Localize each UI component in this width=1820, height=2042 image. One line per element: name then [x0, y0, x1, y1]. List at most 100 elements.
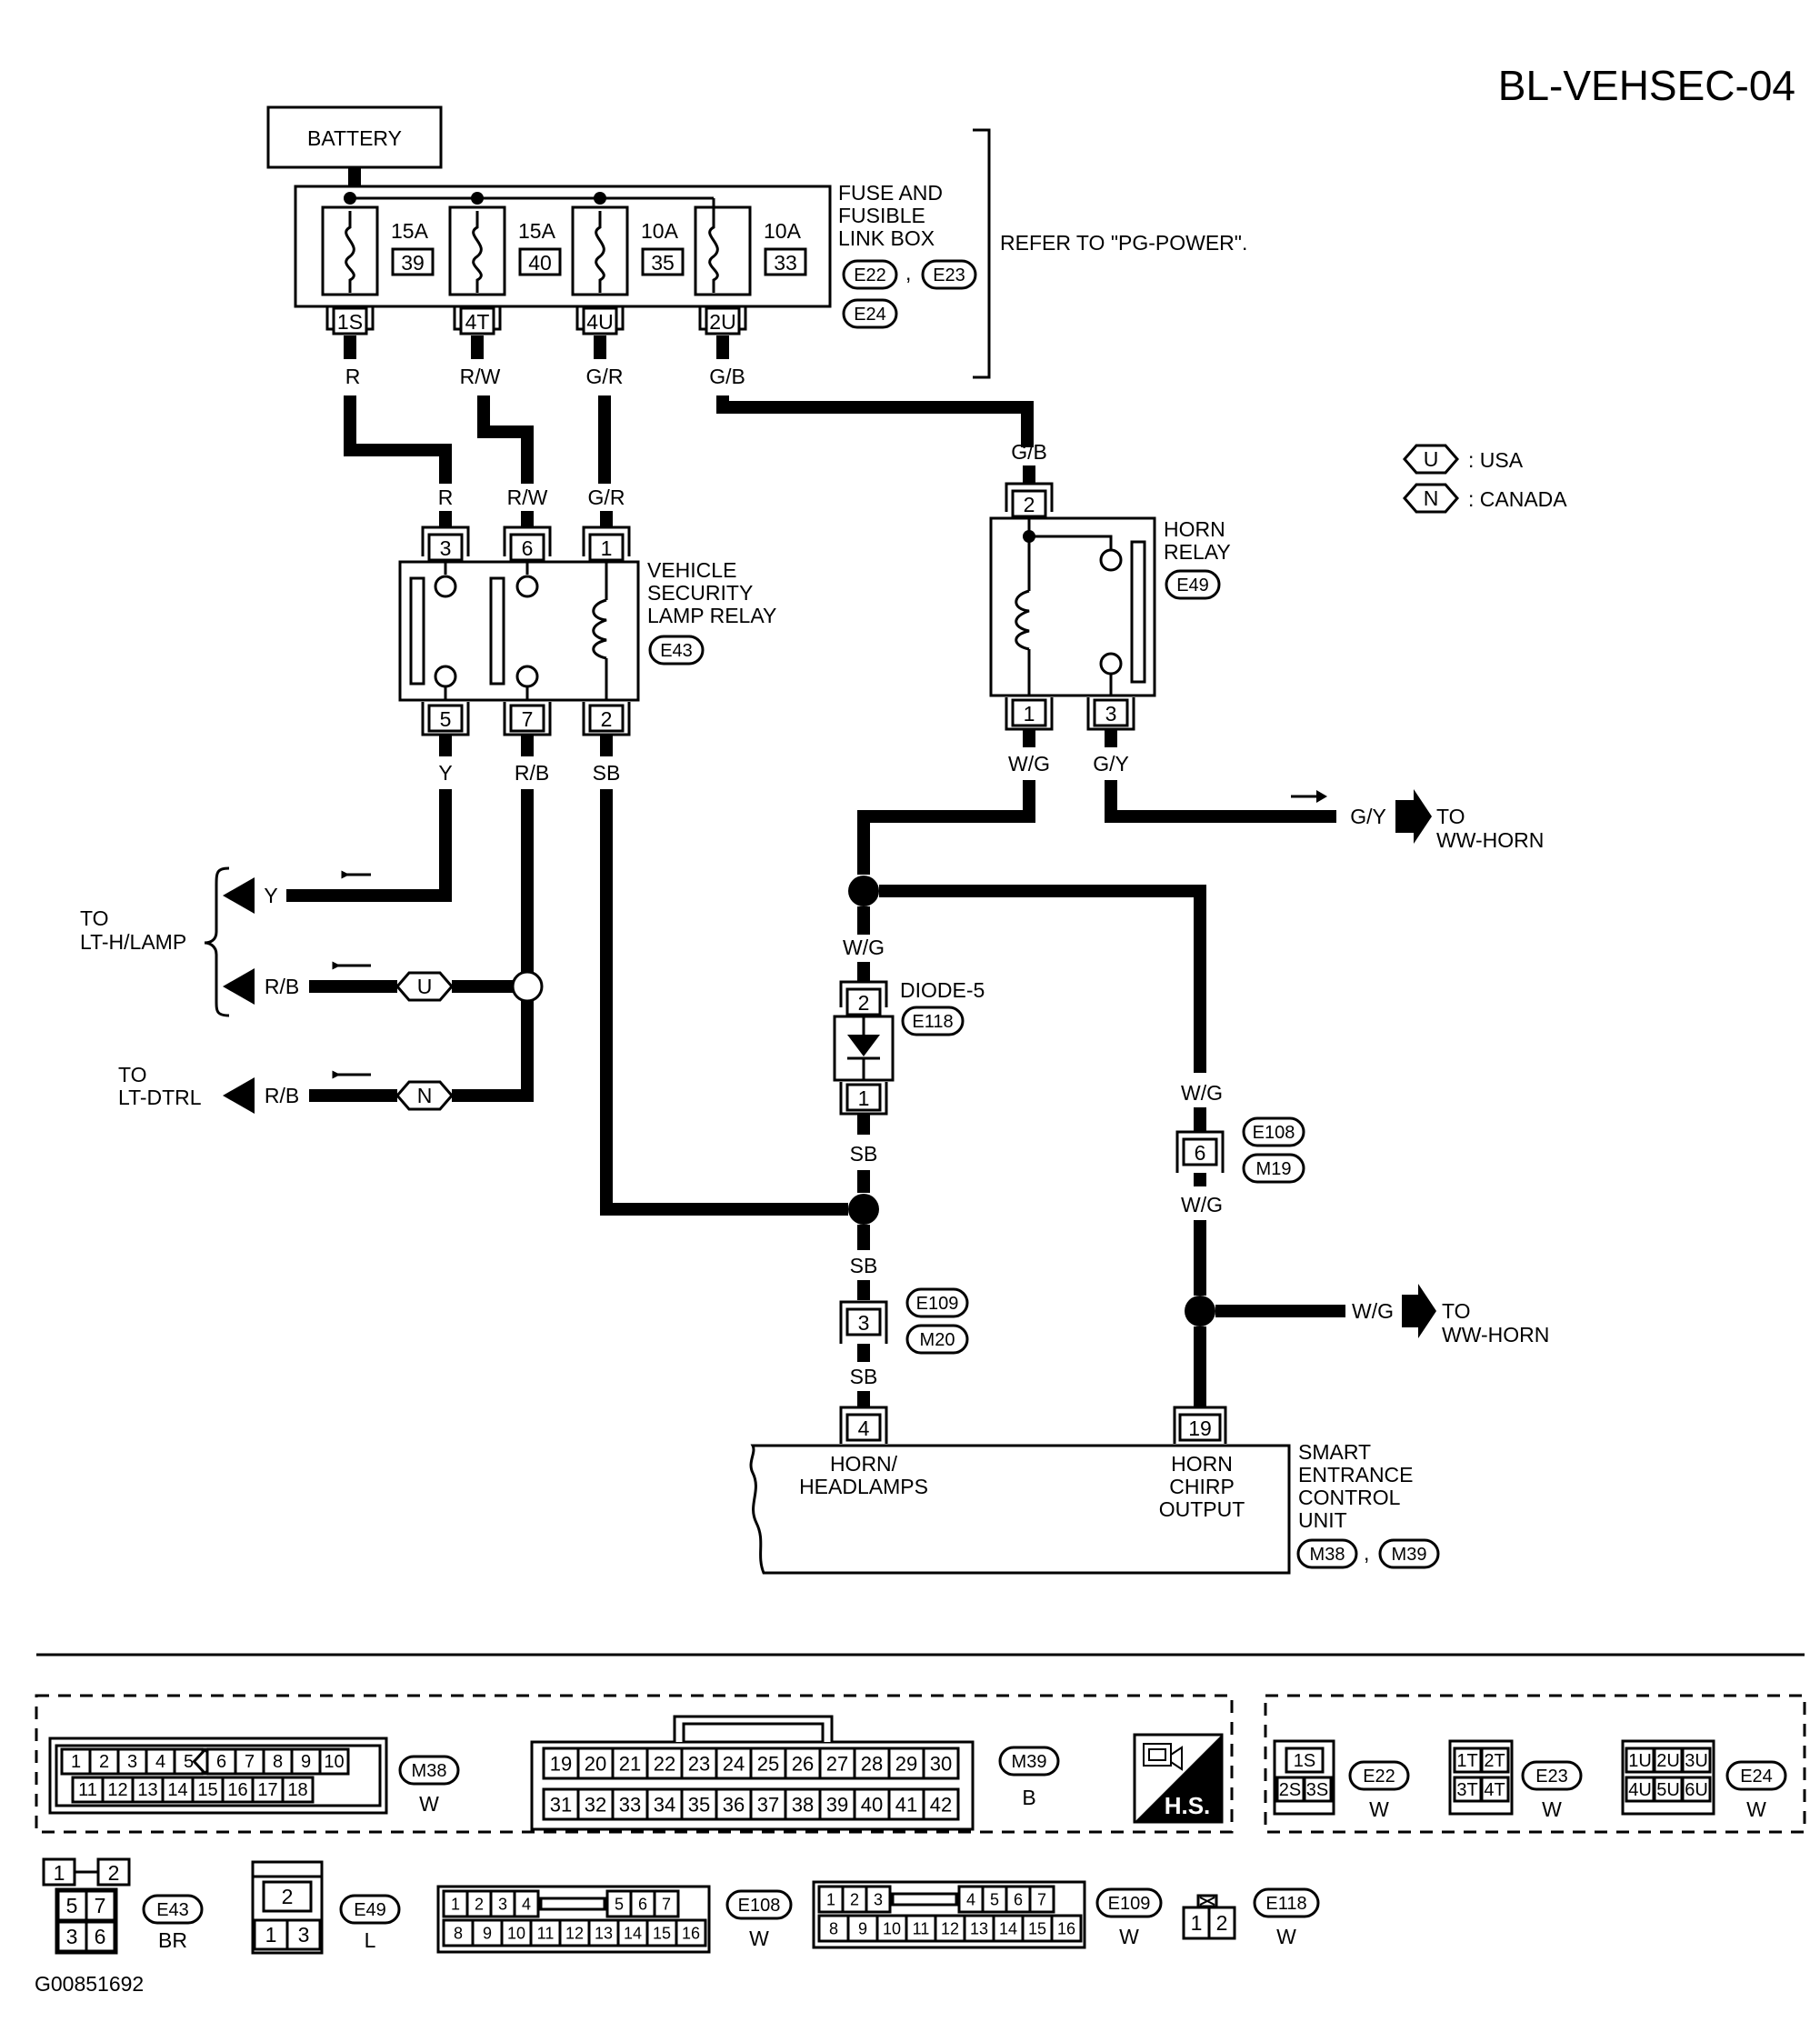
pin-label: 30: [930, 1752, 952, 1775]
pin-cell: [784, 1747, 822, 1780]
pin-cell: [749, 1787, 787, 1821]
pin-label: 13: [595, 1925, 613, 1943]
pin-label: 41: [895, 1793, 917, 1816]
pin-label: 1: [826, 1891, 835, 1909]
connector-view-e22: 1S 2S 3S E22 W: [1273, 1739, 1410, 1821]
svg-text:4U: 4U: [1628, 1780, 1652, 1800]
svg-text:,: ,: [1364, 1541, 1369, 1565]
svg-text:R/W: R/W: [507, 485, 548, 509]
svg-text:7: 7: [95, 1894, 106, 1917]
fuse-box-connectors: E22 , E23 E24: [842, 259, 977, 329]
pin-cell: [611, 1747, 649, 1780]
pin-label: 31: [550, 1793, 572, 1816]
svg-text:RELAY: RELAY: [1164, 540, 1231, 564]
pin-cell: [60, 1747, 92, 1776]
svg-text:CHIRP: CHIRP: [1169, 1475, 1235, 1498]
pin-cell: [875, 1914, 908, 1943]
wire-label-gy: G/Y: [1350, 805, 1386, 828]
connector-view-e23: 1T 2T 3T 4T E23 W: [1448, 1739, 1583, 1821]
svg-text:E24: E24: [854, 305, 886, 325]
to-lt-hlamp: TO LT-H/LAMP: [80, 906, 186, 954]
svg-text:2: 2: [1024, 493, 1035, 516]
svg-text:E109: E109: [916, 1294, 959, 1314]
pin-cell: [513, 1889, 540, 1918]
pin-label: 7: [662, 1896, 671, 1914]
pin-label: 1: [71, 1752, 81, 1772]
svg-text:FUSE AND: FUSE AND: [838, 181, 943, 205]
pin-label: 24: [723, 1752, 745, 1775]
wire-label-rb-2: R/B: [265, 1084, 299, 1107]
pin-label: 8: [454, 1925, 463, 1943]
svg-text:E24: E24: [1740, 1767, 1773, 1787]
svg-text:CONTROL: CONTROL: [1298, 1486, 1401, 1509]
svg-text:E109: E109: [1108, 1894, 1151, 1914]
pin-label: 11: [537, 1925, 555, 1943]
svg-text:L: L: [365, 1928, 376, 1952]
svg-text:E22: E22: [854, 265, 886, 285]
pin-label: 17: [257, 1780, 277, 1800]
svg-text:E49: E49: [1176, 576, 1209, 596]
pin-label: 18: [287, 1780, 307, 1800]
pin-label: 37: [757, 1793, 779, 1816]
pin-cell: [853, 1787, 891, 1821]
pin-label: 28: [861, 1752, 883, 1775]
pin-label: 32: [585, 1793, 606, 1816]
svg-text:E43: E43: [156, 1900, 189, 1920]
wire-label-rw: R/W: [460, 365, 501, 388]
svg-text:W/G: W/G: [1008, 752, 1050, 776]
pin-cell: [841, 1885, 868, 1914]
pin-cell: [576, 1787, 615, 1821]
pin-cell: [281, 1776, 315, 1804]
pin-label: 1: [451, 1896, 460, 1914]
svg-text:E43: E43: [660, 641, 693, 661]
svg-text:2: 2: [1216, 1911, 1228, 1935]
pin-cell: [887, 1787, 925, 1821]
pin-label: 8: [829, 1920, 838, 1938]
pin-label: 20: [585, 1752, 606, 1775]
battery-label: BATTERY: [307, 126, 402, 150]
pin-label: 21: [619, 1752, 641, 1775]
svg-text:1: 1: [858, 1086, 870, 1110]
refer-note: REFER TO "PG-POWER".: [1000, 231, 1247, 255]
wire-label-wg-3: W/G: [1181, 1193, 1223, 1216]
pin-cell: [1028, 1885, 1055, 1914]
wire-label-gb: G/B: [709, 365, 745, 388]
svg-text:W: W: [1369, 1797, 1389, 1821]
pin-label: 11: [78, 1780, 97, 1800]
svg-text:2U: 2U: [709, 310, 735, 334]
pin-cell: [290, 1747, 322, 1776]
harness-side-icon: H.S.: [1133, 1733, 1224, 1824]
pin-label: 12: [565, 1925, 584, 1943]
svg-text:E23: E23: [1535, 1767, 1568, 1787]
pin-label: 40: [861, 1793, 883, 1816]
pin-cell: [542, 1747, 580, 1780]
svg-text:6: 6: [522, 536, 534, 560]
svg-text:3T: 3T: [1456, 1780, 1477, 1800]
svg-text:1S: 1S: [1294, 1751, 1315, 1771]
diode-5: 2 1 DIODE-5 E118: [833, 978, 985, 1116]
pin-cell: [653, 1889, 680, 1918]
pin-label: 27: [826, 1752, 848, 1775]
wire-label-rb-1: R/B: [265, 975, 299, 998]
svg-text:W: W: [1119, 1925, 1139, 1948]
svg-text:E118: E118: [1265, 1894, 1306, 1914]
connector-view-e49: 2 1 3 E49 L: [251, 1860, 401, 1955]
pin-label: 12: [941, 1920, 959, 1938]
svg-text:G/R: G/R: [588, 485, 625, 509]
legend-tag-u: U: [417, 975, 433, 998]
pin-label: 22: [654, 1752, 675, 1775]
pin-cell: [605, 1889, 633, 1918]
svg-text:1T: 1T: [1456, 1751, 1477, 1771]
svg-text:4: 4: [858, 1416, 870, 1440]
svg-text:HORN/: HORN/: [830, 1452, 898, 1476]
pin-label: 3: [498, 1896, 507, 1914]
svg-text:TO: TO: [1442, 1299, 1471, 1323]
svg-text:VEHICLE: VEHICLE: [647, 558, 736, 582]
svg-text:LT-DTRL: LT-DTRL: [118, 1086, 202, 1109]
pin-label: 4: [522, 1896, 531, 1914]
